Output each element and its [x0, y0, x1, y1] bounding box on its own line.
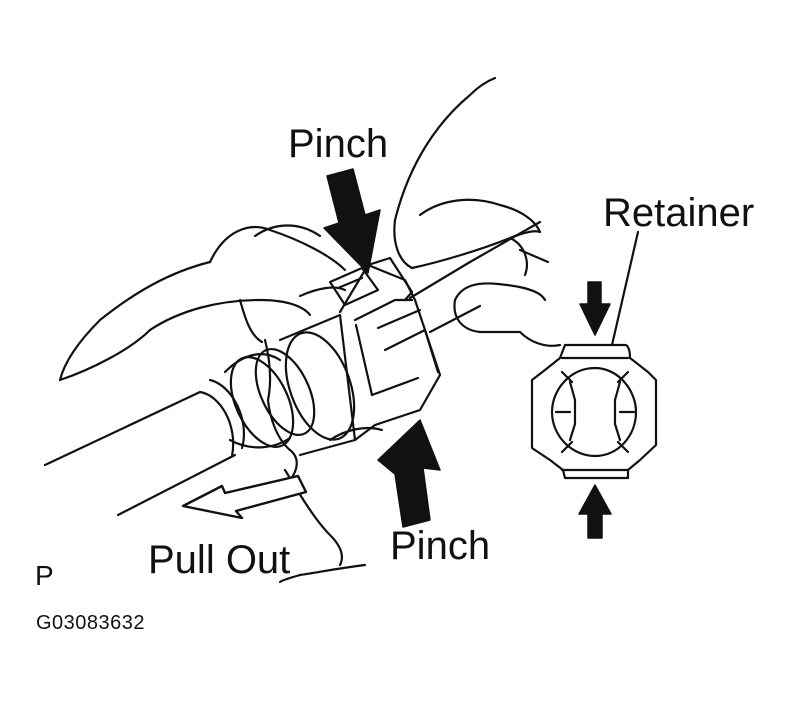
- retainer-down-arrow: [579, 281, 611, 336]
- pull-out-label: Pull Out: [148, 538, 291, 582]
- lower-hand: [278, 426, 384, 584]
- pinch-bottom-label: Pinch: [390, 524, 491, 568]
- fuel-hose: [43, 378, 245, 517]
- retainer-label: Retainer: [603, 191, 755, 235]
- retainer-leader-line: [610, 230, 640, 347]
- pull-out-arrow-icon: [181, 474, 308, 520]
- retainer-tab: [328, 266, 380, 307]
- pinch-up-arrow: [377, 419, 441, 528]
- retainer-detail: [530, 343, 658, 480]
- retainer-up-arrow: [578, 484, 612, 539]
- corner-letter: P: [35, 560, 54, 591]
- fuel-pipe: [408, 220, 542, 334]
- left-hand: [58, 224, 347, 482]
- pinch-top-label: Pinch: [288, 122, 389, 166]
- quick-connector: [223, 256, 442, 457]
- right-hand: [393, 76, 562, 347]
- pinch-down-arrow: [323, 168, 381, 274]
- figure-code: G03083632: [36, 612, 146, 634]
